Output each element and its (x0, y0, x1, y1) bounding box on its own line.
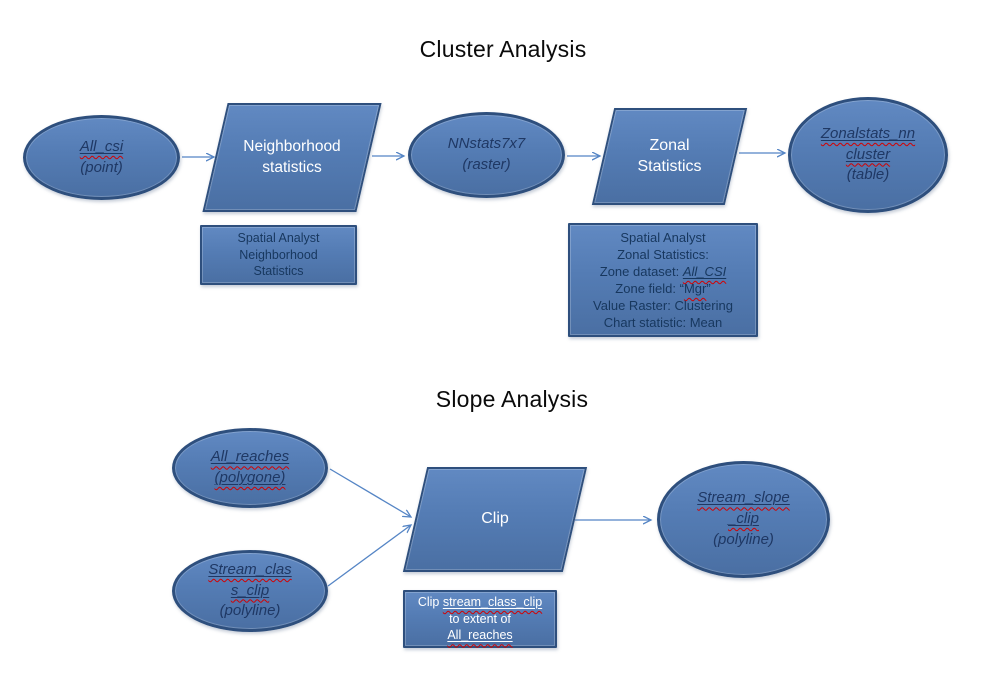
note1-line-2: Neighborhood (239, 247, 318, 262)
note2-line-1: Spatial Analyst (620, 229, 706, 245)
node-all-csi-type: (point) (80, 158, 123, 176)
note1-line-1: Spatial Analyst (237, 230, 320, 245)
note2-line-6: Chart statistic: Mean (603, 315, 723, 331)
node-all-reaches: All_reaches (polygone) (172, 428, 328, 508)
neighborhood-statistics-label-2: statistics (262, 158, 322, 176)
node-zonalstats-name-1: Zonalstats_nn (820, 124, 916, 142)
note3-line-3: All_reaches (447, 628, 513, 643)
node-stream-class-name-2: s_clip (230, 581, 270, 599)
note-spatial-analyst-neighborhood: Spatial Analyst Neighborhood Statistics (200, 225, 357, 285)
note-spatial-analyst-zonal: Spatial Analyst Zonal Statistics: Zone d… (568, 223, 758, 337)
node-stream-class-name-1: Stream_clas (208, 560, 292, 578)
note2-line-5: Value Raster: Clustering (593, 298, 733, 314)
node-zonalstats-name-2: cluster (845, 145, 891, 163)
node-all-csi-name: All_csi (79, 137, 124, 155)
node-stream-slope-type: (polyline) (713, 530, 774, 548)
clip-label: Clip (481, 510, 509, 528)
note-clip-instruction: Clip stream_class_clip to extent of All_… (403, 590, 557, 648)
node-all-csi: All_csi (point) (23, 115, 180, 200)
node-zonalstats-type: (table) (846, 166, 890, 184)
node-stream-slope-name-2: _clip (728, 510, 759, 528)
slope-analysis-title: Slope Analysis (435, 386, 589, 412)
node-clip: Clip (402, 467, 588, 572)
note2-line-2: Zonal Statistics: (617, 246, 709, 262)
node-stream-slope-name-1: Stream_slope (697, 489, 790, 507)
node-all-reaches-name: All_reaches (210, 448, 290, 466)
node-neighborhood-statistics: Neighborhood statistics (202, 103, 382, 212)
note3-line-1: Clip stream_class_clip (417, 594, 543, 609)
node-nnstats7x7: NNstats7x7 (raster) (408, 112, 565, 198)
note1-line-3: Statistics (253, 264, 304, 279)
node-nnstats7x7-name: NNstats7x7 (447, 135, 526, 153)
cluster-analysis-title: Cluster Analysis (419, 36, 587, 62)
note2-line-3: Zone dataset: All_CSI (599, 263, 727, 279)
node-nnstats7x7-type: (raster) (462, 156, 511, 173)
connector-allreaches-to-clip (329, 468, 411, 517)
neighborhood-statistics-label-1: Neighborhood (243, 138, 341, 156)
note2-line-4: Zone field: “Mgr” (615, 281, 711, 296)
node-zonalstats-nn-cluster: Zonalstats_nn cluster (table) (788, 97, 948, 213)
node-zonal-statistics: Zonal Statistics (591, 108, 748, 205)
zonal-statistics-label-2: Statistics (637, 157, 702, 175)
zonal-statistics-label-1: Zonal (649, 136, 690, 154)
note3-line-2: to extent of (449, 611, 511, 626)
node-stream-slope-clip: Stream_slope _clip (polyline) (657, 461, 830, 578)
node-stream-class-clip: Stream_clas s_clip (polyline) (172, 550, 328, 632)
node-stream-class-type: (polyline) (219, 602, 281, 620)
connector-streamclass-to-clip (327, 525, 411, 587)
node-all-reaches-type: (polygone) (214, 469, 286, 486)
